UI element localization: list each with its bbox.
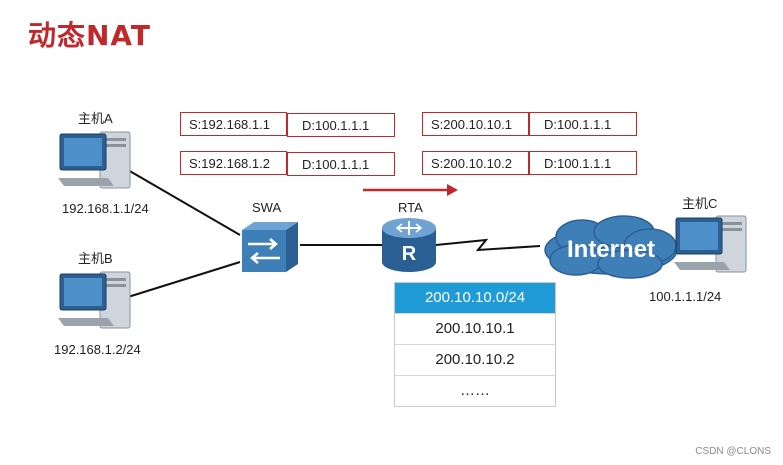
packet-before-1-src: S:192.168.1.1 <box>180 112 287 136</box>
host-a-computer-icon <box>58 131 131 189</box>
link-host-a-switch <box>127 169 241 236</box>
router-label: RTA <box>398 200 423 215</box>
packet-after-1-src: S:200.10.10.1 <box>422 112 529 136</box>
packet-after-2-dst: D:100.1.1.1 <box>529 151 637 175</box>
packet-after-2-src: S:200.10.10.2 <box>422 151 529 175</box>
address-pool-entry: 200.10.10.1 <box>395 313 555 344</box>
internet-cloud-icon: Internet <box>544 215 678 279</box>
host-b-computer-icon <box>58 271 131 329</box>
switch-label: SWA <box>252 200 282 215</box>
host-c-ip: 100.1.1.1/24 <box>649 289 722 304</box>
direction-arrow <box>363 184 458 196</box>
host-c-computer-icon <box>674 215 747 273</box>
address-pool-network: 200.10.10.0/24 <box>395 283 555 313</box>
host-a-name: 主机A <box>78 111 113 126</box>
link-host-b-switch <box>127 261 241 298</box>
host-b-name: 主机B <box>78 251 113 266</box>
switch-icon <box>242 222 298 272</box>
address-pool-ellipsis: …… <box>395 375 555 406</box>
diagram-title: 动态NAT <box>28 19 152 52</box>
watermark: CSDN @CLONS <box>695 446 771 457</box>
internet-label: Internet <box>567 236 655 263</box>
router-glyph: R <box>402 243 417 265</box>
host-a-ip: 192.168.1.1/24 <box>62 201 149 216</box>
router-icon: R <box>382 218 436 272</box>
host-b-ip: 192.168.1.2/24 <box>54 342 141 357</box>
link-router-internet <box>435 238 541 252</box>
packet-before-2-dst: D:100.1.1.1 <box>287 152 395 176</box>
packet-before-2-src: S:192.168.1.2 <box>180 151 287 175</box>
packet-after-1-dst: D:100.1.1.1 <box>529 112 637 136</box>
nat-address-pool: 200.10.10.0/24 200.10.10.1 200.10.10.2 …… <box>394 282 556 407</box>
host-c-name: 主机C <box>682 196 718 211</box>
packet-before-1-dst: D:100.1.1.1 <box>287 113 395 137</box>
address-pool-entry: 200.10.10.2 <box>395 344 555 375</box>
